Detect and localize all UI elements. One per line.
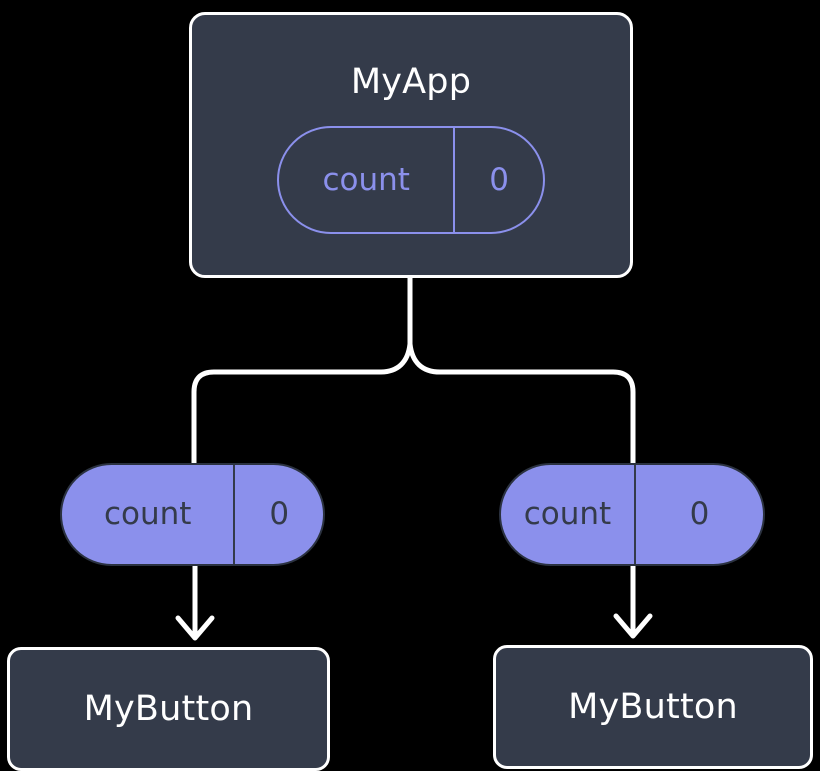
arrow-head-right [613, 613, 653, 639]
state-pill-myapp-value: 0 [453, 128, 543, 232]
arrow-head-left [175, 615, 215, 641]
state-pill-right[interactable]: count 0 [499, 463, 765, 566]
state-pill-left[interactable]: count 0 [60, 463, 325, 566]
node-mybutton-left-label: MyButton [83, 688, 254, 729]
state-pill-right-value: 0 [633, 465, 763, 564]
connector-branch-left [191, 341, 413, 469]
state-pill-right-key: count [523, 496, 612, 532]
state-pill-left-value: 0 [233, 465, 323, 564]
state-pill-myapp[interactable]: count 0 [277, 126, 545, 234]
state-pill-left-key: count [103, 496, 192, 532]
node-myapp-label: MyApp [350, 62, 472, 102]
node-mybutton-right-label: MyButton [568, 686, 738, 727]
connector-branch-right [407, 341, 636, 469]
node-mybutton-right[interactable]: MyButton [493, 645, 813, 769]
node-mybutton-left[interactable]: MyButton [7, 647, 330, 771]
state-pill-myapp-key: count [322, 161, 410, 198]
